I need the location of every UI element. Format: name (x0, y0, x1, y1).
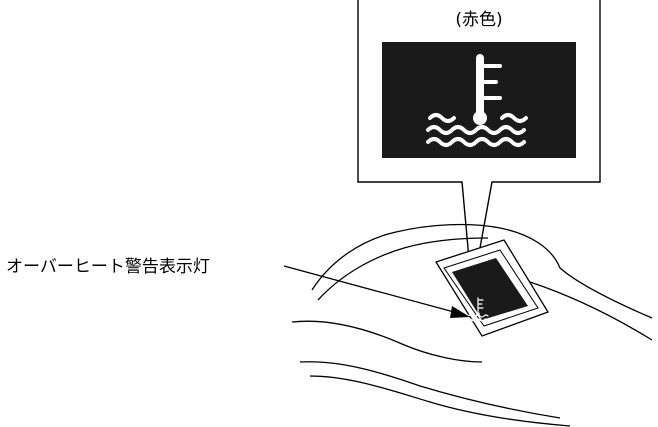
lamp-housing (435, 239, 549, 337)
leader-line (283, 265, 470, 318)
coolant-temperature-icon-small (467, 297, 489, 322)
warning-light-label: オーバーヒート警告表示灯 (6, 257, 210, 277)
coolant-temperature-icon (426, 54, 528, 147)
color-label: (赤色) (455, 10, 502, 30)
